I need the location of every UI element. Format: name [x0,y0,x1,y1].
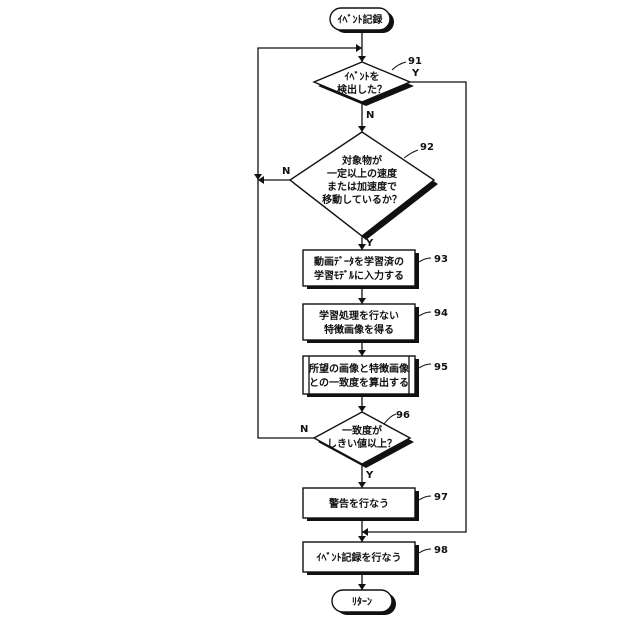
process-95-line-1: 所望の画像と特徴画像 [309,362,410,375]
branch-96-no: N [300,424,308,435]
arrow-into-92 [358,126,366,132]
decision-91-line-1: ｲﾍﾞﾝﾄを [345,70,380,83]
process-97-label: 警告を行なう [328,497,389,510]
process-94: 学習処理を行ない 特徴画像を得る [303,304,419,343]
ref-92: 92 [420,142,434,153]
arrow-loop-merge [356,44,362,52]
arrow-bypass-merge [362,528,368,536]
start-label: ｲﾍﾞﾝﾄ記録 [338,13,384,26]
arrow-into-96 [358,406,366,412]
branch-92-no: N [282,166,290,177]
branch-96-yes: Y [365,470,374,481]
decision-92-line-3: または加速度で [327,180,397,193]
ref-98: 98 [434,545,448,556]
arrow-into-95 [358,350,366,356]
arrow-into-94 [358,298,366,304]
process-93-line-1: 動画ﾃﾞｰﾀを学習済の [314,255,404,268]
ref-91: 91 [408,56,422,67]
process-94-line-2: 特徴画像を得る [324,323,394,336]
ref-97: 97 [434,492,448,503]
start-terminal: ｲﾍﾞﾝﾄ記録 [330,8,394,33]
process-93: 動画ﾃﾞｰﾀを学習済の 学習ﾓﾃﾞﾙに入力する [303,250,419,289]
arrow-into-93 [358,244,366,250]
ref-94: 94 [434,308,448,319]
decision-91: ｲﾍﾞﾝﾄを 検出した？ [314,62,414,106]
decision-92-line-4: 移動しているか？ [322,193,402,206]
process-95-line-2: との一致度を算出する [309,376,409,389]
process-98: ｲﾍﾞﾝﾄ記録を行なう [303,542,419,575]
decision-92: 対象物が 一定以上の速度 または加速度で 移動しているか？ [290,132,438,240]
arrow-into-end [358,584,366,590]
branch-91-no: N [366,110,374,121]
decision-91-line-2: 検出した？ [337,83,387,96]
decision-96-line-2: しきい値以上？ [327,437,397,450]
process-93-line-2: 学習ﾓﾃﾞﾙに入力する [314,269,404,282]
decision-92-line-2: 一定以上の速度 [327,167,398,180]
ref-96: 96 [396,410,410,421]
arrow-into-91 [358,56,366,62]
process-98-label: ｲﾍﾞﾝﾄ記録を行なう [317,551,402,564]
end-label: ﾘﾀｰﾝ [352,595,372,608]
ref-95: 95 [434,362,448,373]
process-97: 警告を行なう [303,488,419,521]
decision-96-line-1: 一致度が [342,424,383,437]
process-95: 所望の画像と特徴画像 との一致度を算出する [303,356,419,397]
ref-93: 93 [434,254,448,265]
decision-92-line-1: 対象物が [341,154,383,167]
arrow-into-98 [358,536,366,542]
branch-92-yes: Y [365,238,374,249]
branch-91-yes: Y [411,68,420,79]
process-94-line-1: 学習処理を行ない [319,309,399,322]
arrow-into-97 [358,482,366,488]
end-terminal: ﾘﾀｰﾝ [332,590,396,615]
